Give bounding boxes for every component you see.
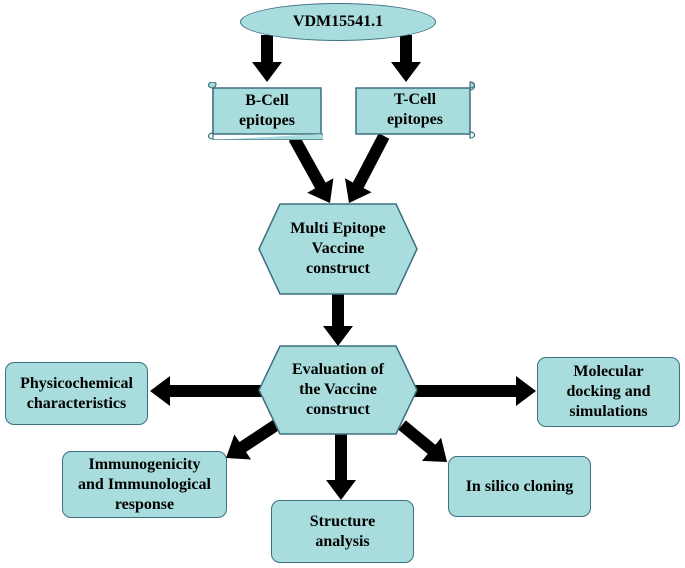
arrow-evaluation-cloning [398,420,447,462]
docking-label-line-1: Molecular [573,363,644,380]
evaluation-node: Evaluation of the Vaccine construct [258,345,418,435]
docking-label-line-3: simulations [569,403,648,420]
arrow-evaluation-structure [326,433,356,500]
arrow-evaluation-immunogenicity [226,420,280,460]
arrow-source-b_cell [252,35,282,82]
evaluation-label-line-1: Evaluation of [291,361,384,378]
source-label: VDM15541.1 [292,13,384,30]
hexagon-shape [258,203,418,295]
b-cell-label-line-2: epitopes [239,112,295,129]
t-cell-node: T-Cell epitopes [352,80,478,140]
arrow-evaluation-docking [414,376,536,406]
physicochemical-label-line-2: characteristics [26,394,127,412]
construct-label-line-1: Multi Epitope [290,220,386,237]
scroll-shape [207,82,323,140]
scroll-shape [355,81,476,139]
docking-node: Molecular docking and simulations [537,357,680,427]
cloning-label-line-1: In silico cloning [465,477,574,495]
structure-node: Structure analysis [271,500,414,563]
b-cell-node: B-Cell epitopes [205,82,323,140]
evaluation-label-line-2: the Vaccine [299,381,377,398]
construct-label-line-2: Vaccine [311,240,365,257]
structure-label-line-2: analysis [315,532,370,550]
source-node: VDM15541.1 [240,3,436,41]
immunogenicity-label-line-1: Immunogenicity [88,455,201,473]
arrow-source-t_cell [391,35,421,82]
evaluation-label-line-3: construct [306,401,370,418]
construct-label-line-3: construct [306,260,370,277]
t-cell-label-line-1: T-Cell [393,91,437,108]
physicochemical-node: Physicochemical characteristics [5,362,148,425]
immunogenicity-node: Immunogenicity and Immunological respons… [62,451,227,518]
construct-node: Multi Epitope Vaccine construct [258,203,418,295]
t-cell-label-line-2: epitopes [387,111,443,128]
structure-label-line-1: Structure [309,512,376,530]
immunogenicity-label-line-2: and Immunological [78,475,211,493]
arrow-t_cell-construct [345,133,390,203]
docking-label-line-2: docking and [566,383,651,400]
physicochemical-label-line-1: Physicochemical [20,374,133,392]
arrow-construct-evaluation [323,293,353,346]
arrow-b_cell-construct [288,135,334,203]
arrow-evaluation-physicochemical [150,376,262,406]
hexagon-shape [258,345,418,435]
cloning-node: In silico cloning [448,456,591,517]
immunogenicity-label-line-3: response [114,495,175,513]
b-cell-label-line-1: B-Cell [245,92,289,109]
